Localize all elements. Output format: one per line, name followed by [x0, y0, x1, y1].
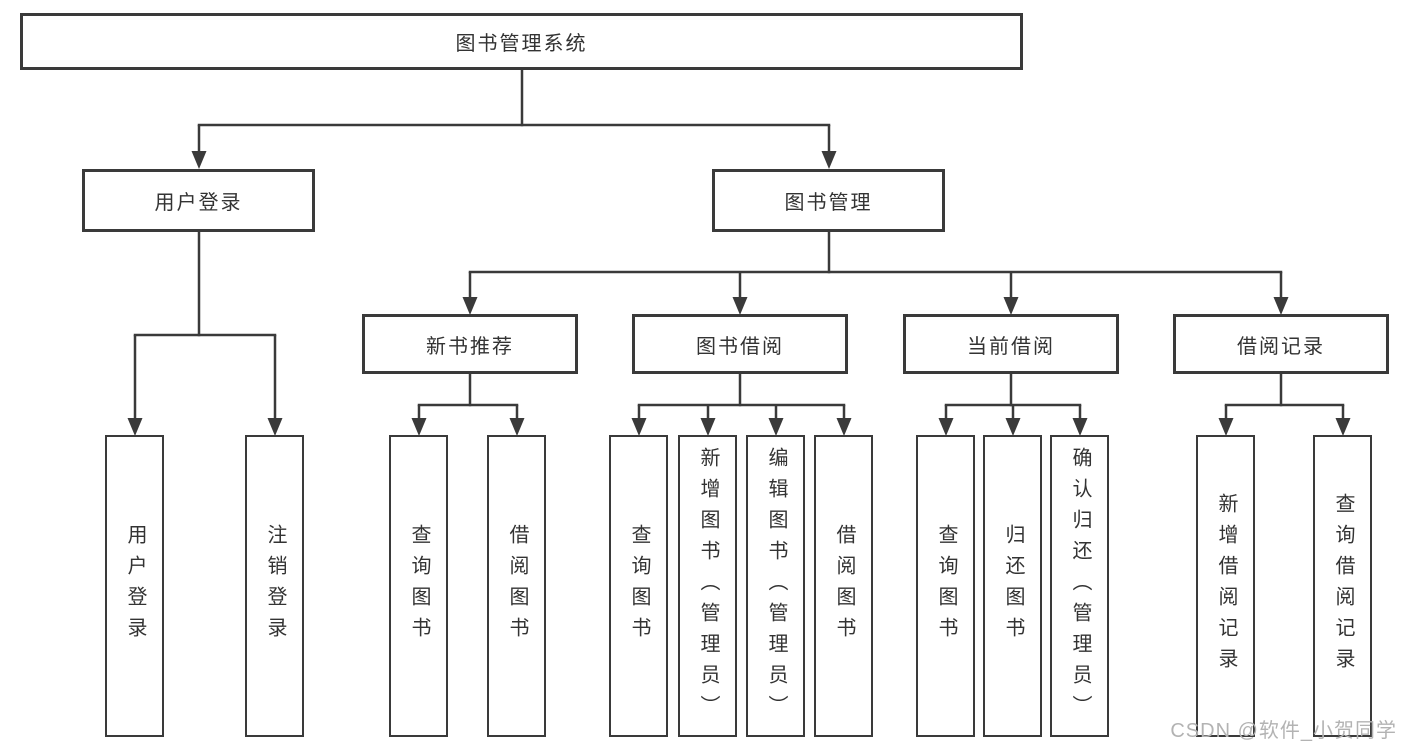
- node-label: 用户登录: [154, 192, 243, 214]
- node-label: 确认归还（管理员）: [1069, 446, 1091, 726]
- leaf-query-books-recommend: 查询图书: [389, 435, 448, 737]
- leaf-return-books: 归还图书: [983, 435, 1042, 737]
- node-label: 查询图书: [628, 524, 650, 648]
- node-label: 图书管理: [784, 192, 873, 214]
- node-label: 图书管理系统: [455, 33, 588, 55]
- node-label: 新增图书（管理员）: [697, 446, 719, 726]
- node-book-management: 图书管理: [712, 169, 945, 232]
- node-system-root: 图书管理系统: [20, 13, 1023, 70]
- node-label: 用户登录: [124, 524, 146, 648]
- leaf-query-books-borrow: 查询图书: [609, 435, 668, 737]
- leaf-logout: 注销登录: [245, 435, 304, 737]
- node-current-borrow: 当前借阅: [903, 314, 1119, 374]
- leaf-add-books-admin: 新增图书（管理员）: [678, 435, 737, 737]
- node-label: 查询图书: [408, 524, 430, 648]
- leaf-user-login: 用户登录: [105, 435, 164, 737]
- node-label: 新书推荐: [426, 335, 514, 358]
- leaf-borrow-books-recommend: 借阅图书: [487, 435, 546, 737]
- node-book-borrow: 图书借阅: [632, 314, 848, 374]
- node-label: 当前借阅: [967, 335, 1055, 358]
- node-label: 查询借阅记录: [1332, 493, 1354, 679]
- node-borrow-records: 借阅记录: [1173, 314, 1389, 374]
- node-label: 借阅图书: [833, 524, 855, 648]
- leaf-borrow-books: 借阅图书: [814, 435, 873, 737]
- csdn-watermark: CSDN @软件_小贺同学: [1170, 720, 1397, 742]
- node-user-login: 用户登录: [82, 169, 315, 232]
- leaf-confirm-return-admin: 确认归还（管理员）: [1050, 435, 1109, 737]
- node-label: 图书借阅: [696, 335, 784, 358]
- node-label: 借阅记录: [1237, 335, 1325, 358]
- leaf-edit-books-admin: 编辑图书（管理员）: [746, 435, 805, 737]
- node-label: 新增借阅记录: [1215, 493, 1237, 679]
- node-label: 归还图书: [1002, 524, 1024, 648]
- leaf-query-books-current: 查询图书: [916, 435, 975, 737]
- node-label: 查询图书: [935, 524, 957, 648]
- node-label: 注销登录: [264, 524, 286, 648]
- leaf-add-borrow-record: 新增借阅记录: [1196, 435, 1255, 737]
- node-new-book-recommend: 新书推荐: [362, 314, 578, 374]
- leaf-query-borrow-record: 查询借阅记录: [1313, 435, 1372, 737]
- node-label: 编辑图书（管理员）: [765, 446, 787, 726]
- node-label: 借阅图书: [506, 524, 528, 648]
